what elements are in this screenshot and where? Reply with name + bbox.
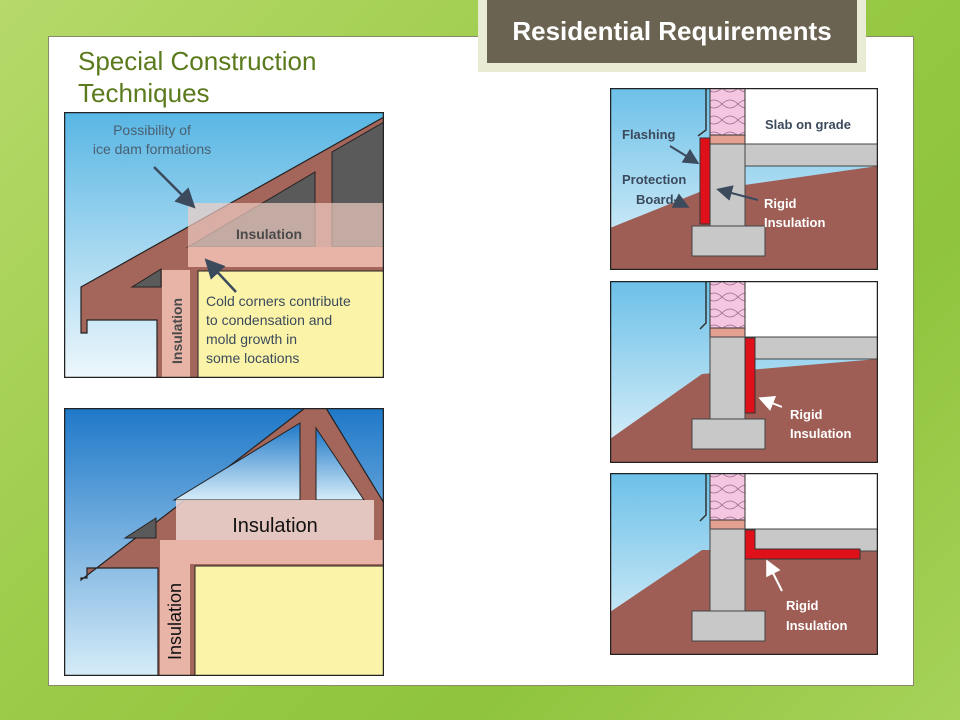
- attic-insulation-label: Insulation: [232, 515, 318, 537]
- title-box: Residential Requirements: [478, 0, 866, 72]
- rigid-insulation-label: Insulation: [790, 426, 851, 441]
- ice-dam-label: ice dam formations: [93, 141, 211, 157]
- attic-insulation: [188, 203, 384, 247]
- arrow-icon: [153, 166, 196, 209]
- eave-cavity: [130, 268, 162, 288]
- protection-board-label: Board: [636, 192, 674, 207]
- slab: [744, 143, 878, 167]
- rigid-insulation: [744, 529, 861, 560]
- rigid-insulation-label: Insulation: [786, 618, 847, 633]
- rigid-insulation-label: Rigid: [790, 407, 823, 422]
- ceiling-insulation: [160, 540, 384, 564]
- room-interior: [194, 565, 384, 676]
- eave-cavity: [123, 517, 157, 539]
- wall-insulation: [160, 564, 190, 676]
- foundation-detail-under-slab-insulation: Rigid Insulation: [610, 473, 878, 655]
- ice-dam-label: Possibility of: [113, 122, 191, 138]
- flashing: [697, 88, 707, 137]
- wall-insulation-label: Insulation: [165, 583, 185, 660]
- rigid-insulation-label: Rigid: [786, 598, 819, 613]
- slab: [744, 336, 878, 360]
- cold-corners-label: some locations: [206, 350, 299, 366]
- cold-corners-label: mold growth in: [206, 331, 297, 347]
- attic-insulation-label: Insulation: [236, 226, 302, 242]
- cold-corners-label: Cold corners contribute: [206, 293, 351, 309]
- room-interior: [197, 270, 384, 378]
- foundation-detail-interior-vertical-insulation: Rigid Insulation: [610, 281, 878, 463]
- footing: [691, 225, 766, 257]
- foundation-wall: [709, 528, 746, 614]
- roof-eave-diagram-improved: Insulation Insulation: [64, 408, 384, 676]
- foundation-wall: [709, 336, 746, 422]
- rigid-insulation: [744, 337, 756, 414]
- interior-space: [745, 88, 878, 144]
- ceiling-insulation: [188, 247, 384, 267]
- flashing-label: Flashing: [622, 127, 676, 142]
- footing: [691, 418, 766, 450]
- rigid-insulation-label: Rigid: [764, 196, 797, 211]
- attic-insulation: [176, 500, 374, 540]
- cold-corners-label: to condensation and: [206, 312, 332, 328]
- rigid-insulation-label: Insulation: [764, 215, 825, 230]
- wall-insulation: [162, 270, 190, 378]
- wall-insulation-label: Insulation: [169, 298, 185, 364]
- roof-eave-diagram-insulated-wall: Possibility of ice dam formations Insula…: [64, 112, 384, 378]
- heading-line-1: Special Construction: [78, 46, 317, 76]
- foundation-wall: [709, 143, 746, 229]
- wall-batt-insulation: [709, 88, 746, 136]
- footing: [691, 610, 766, 642]
- slide-title: Residential Requirements: [487, 0, 857, 63]
- slab-on-grade-label: Slab on grade: [765, 117, 851, 132]
- arrow-icon: [204, 258, 237, 293]
- foundation-detail-exterior-insulation: Slab on grade Flashing Protection Board …: [610, 88, 878, 270]
- protection-board-label: Protection: [622, 172, 686, 187]
- rigid-insulation: [699, 137, 711, 225]
- section-heading: Special Construction Techniques: [78, 45, 316, 109]
- slab: [744, 528, 878, 552]
- heading-line-2: Techniques: [78, 78, 210, 108]
